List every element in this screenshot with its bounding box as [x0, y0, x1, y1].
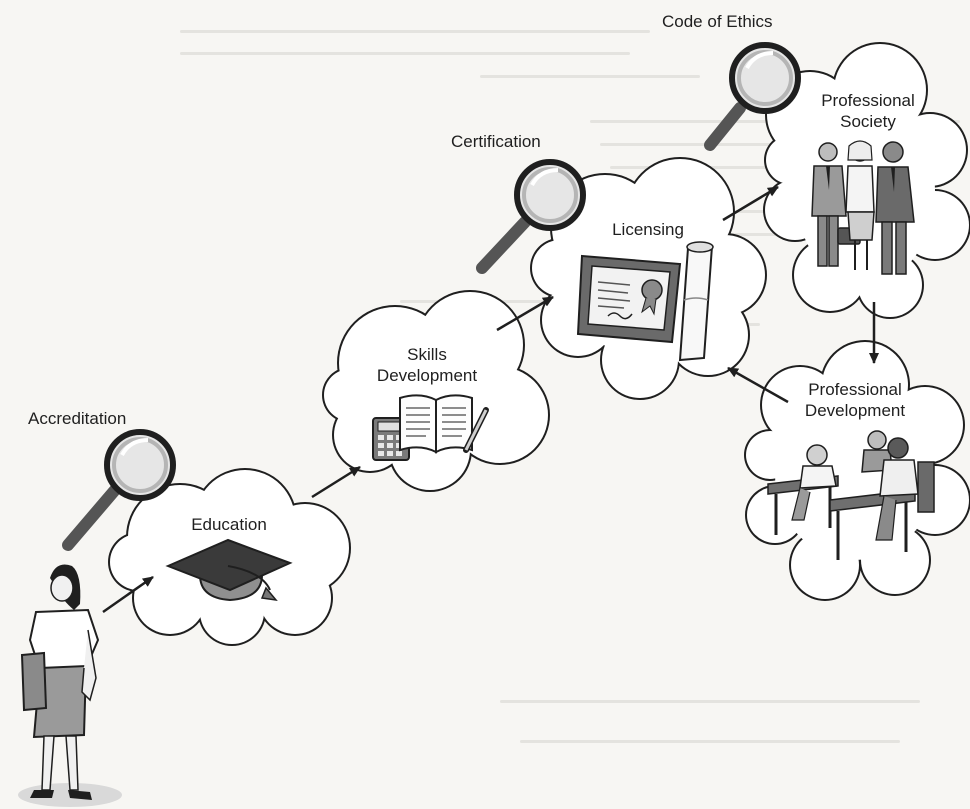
- professional-society-label: Professional Society: [821, 90, 915, 132]
- classroom-students-icon: [767, 430, 935, 560]
- skills-label-line2: Development: [376, 366, 478, 385]
- certification-magnifier-icon: [476, 159, 586, 274]
- student-icon: [791, 444, 837, 521]
- graduation-cap-icon: [165, 538, 293, 602]
- bleed-through-line: [180, 52, 630, 55]
- certification-label: Certification: [451, 132, 541, 151]
- diploma-scroll-icon: [678, 241, 714, 362]
- bleed-through-line: [520, 740, 900, 743]
- professional-development-label: Professional Development: [805, 379, 905, 421]
- licensing-label: Licensing: [612, 220, 684, 239]
- accreditation-label: Accreditation: [28, 409, 127, 428]
- skills-label-line1: Skills: [407, 345, 447, 364]
- prodev-label-line1: Professional: [808, 380, 902, 399]
- businessman-icon: [875, 141, 915, 275]
- prodev-label-line2: Development: [804, 401, 906, 420]
- bleed-through-line: [480, 75, 700, 78]
- education-stage-label: Education: [191, 515, 267, 534]
- society-label-line1: Professional: [821, 91, 915, 110]
- arrow-education-to-skills: [311, 465, 361, 499]
- bleed-through-line: [180, 30, 650, 33]
- certificate-icon: [576, 254, 682, 344]
- businesswoman-icon: [845, 140, 875, 270]
- arrow-skills-to-licensing: [496, 295, 554, 332]
- student-woman-figure: [18, 564, 122, 807]
- arrow-prodev-to-licensing: [727, 366, 789, 404]
- skills-development-label: Skills Development: [377, 344, 477, 386]
- open-book-icon: [399, 394, 473, 454]
- arrow-person-to-education: [102, 575, 154, 614]
- pencil-icon: [463, 407, 489, 453]
- arrow-licensing-to-society: [722, 185, 779, 222]
- code-of-ethics-label: Code of Ethics: [662, 12, 773, 31]
- professionals-group-icon: [811, 140, 915, 275]
- student-icon: [875, 437, 935, 541]
- society-label-line2: Society: [840, 112, 896, 131]
- code-of-ethics-magnifier-icon: [704, 42, 801, 151]
- bleed-through-line: [500, 700, 920, 703]
- accreditation-magnifier-icon: [62, 429, 176, 551]
